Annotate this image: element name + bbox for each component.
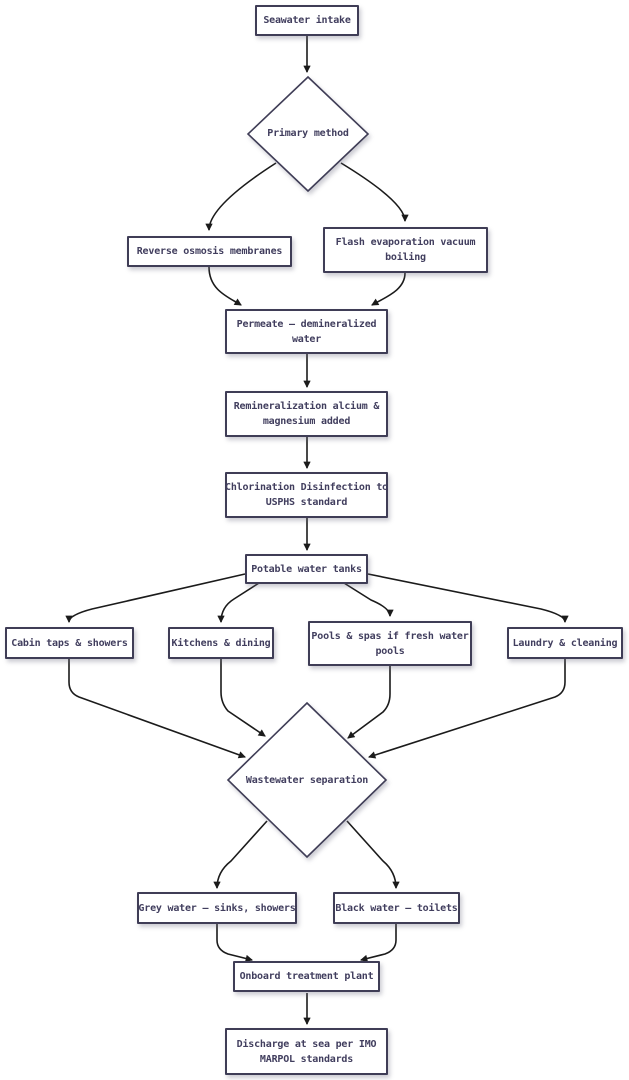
primary-method-diamond — [246, 75, 370, 193]
edge-black-water-to-onboard-treatment — [360, 924, 397, 963]
edge-pools-to-wastewater — [347, 666, 391, 739]
edge-laundry-to-wastewater — [368, 659, 566, 759]
node-flash-evaporation: Flash evaporation vacuum boiling — [323, 227, 488, 273]
node-wastewater-separation-label: Wastewater separation — [245, 774, 369, 786]
edge-wastewater-to-grey-water — [213, 820, 268, 890]
node-discharge: Discharge at sea per IMO MARPOL standard… — [225, 1028, 388, 1075]
edge-grey-water-to-onboard-treatment — [216, 924, 253, 963]
edge-cabin-taps-to-wastewater — [68, 659, 246, 759]
node-reverse-osmosis: Reverse osmosis membranes — [127, 236, 292, 267]
node-primary-method-label: Primary method — [267, 127, 349, 139]
wastewater-separation-diamond — [226, 701, 388, 859]
node-pools: Pools & spas if fresh water pools — [308, 621, 472, 666]
edge-primary-method-to-reverse-osmosis — [205, 162, 277, 232]
node-laundry: Laundry & cleaning — [507, 627, 623, 659]
edge-reverse-osmosis-to-permeate — [208, 266, 242, 306]
edge-potable-tanks-to-cabin-taps — [65, 573, 246, 624]
edge-flash-evaporation-to-permeate — [371, 272, 406, 306]
edge-kitchens-to-wastewater — [220, 659, 266, 737]
node-permeate: Permeate – demineralized water — [225, 309, 388, 354]
edge-potable-tanks-to-kitchens — [217, 582, 260, 624]
node-black-water: Black water – toilets — [333, 892, 460, 924]
edge-wastewater-to-black-water — [346, 820, 400, 890]
node-grey-water: Grey water – sinks, showers — [137, 892, 297, 924]
node-seawater-intake: Seawater intake — [255, 5, 359, 36]
node-onboard-treatment: Onboard treatment plant — [233, 961, 380, 992]
node-kitchens: Kitchens & dining — [168, 627, 274, 659]
node-potable-tanks: Potable water tanks — [245, 554, 368, 584]
node-chlorination: Chlorination Disinfection to USPHS stand… — [225, 472, 388, 518]
edge-primary-method-to-flash-evaporation — [340, 162, 409, 223]
node-cabin-taps: Cabin taps & showers — [5, 627, 134, 659]
edge-potable-tanks-to-laundry — [367, 573, 569, 624]
node-remineralization: Remineralization alcium & magnesium adde… — [225, 391, 388, 437]
edge-potable-tanks-to-pools — [343, 582, 394, 618]
